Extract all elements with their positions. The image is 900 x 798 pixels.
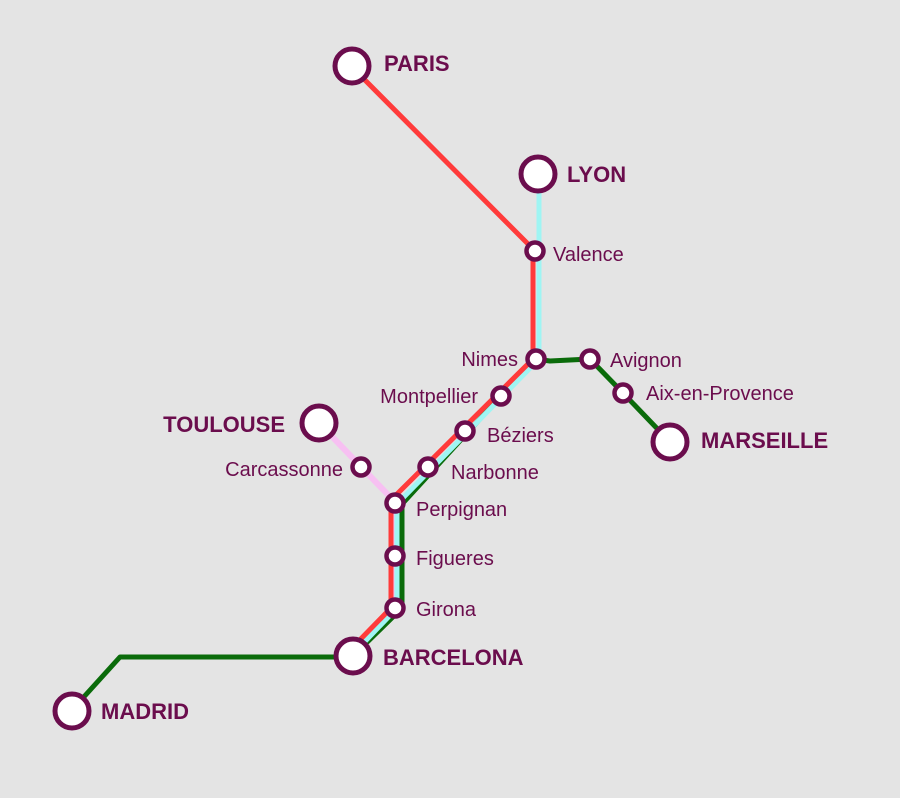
station-labels: PARIS LYON Valence Nimes Avignon Aix-en-… [101,51,828,724]
station-nimes-marker[interactable] [525,348,547,370]
stations [52,46,690,731]
station-figueres-marker[interactable] [384,545,406,567]
station-label-figueres: Figueres [416,548,494,570]
station-montpellier-marker[interactable] [490,385,512,407]
station-marseille-marker[interactable] [650,422,690,462]
station-label-aix: Aix-en-Provence [646,383,794,405]
station-beziers-marker[interactable] [454,420,476,442]
station-label-girona: Girona [416,599,477,621]
station-label-lyon: LYON [567,162,626,187]
station-lyon-marker[interactable] [518,154,558,194]
station-label-toulouse: TOULOUSE [163,412,285,437]
station-label-avignon: Avignon [610,350,682,372]
station-toulouse-marker[interactable] [299,403,339,443]
station-label-carcassonne: Carcassonne [225,459,343,481]
station-narbonne-marker[interactable] [417,456,439,478]
station-label-barcelona: BARCELONA [383,645,524,670]
station-aix-marker[interactable] [612,382,634,404]
station-label-perpignan: Perpignan [416,499,507,521]
station-label-madrid: MADRID [101,699,189,724]
station-paris-marker[interactable] [332,46,372,86]
station-carcassonne-marker[interactable] [350,456,372,478]
station-avignon-marker[interactable] [579,348,601,370]
route-cyan [350,174,542,657]
station-label-montpellier: Montpellier [380,386,478,408]
station-perpignan-marker[interactable] [384,492,406,514]
station-valence-marker[interactable] [524,240,546,262]
station-barcelona-marker[interactable] [333,636,373,676]
station-label-paris: PARIS [384,51,450,76]
station-label-marseille: MARSEILLE [701,428,828,453]
station-madrid-marker[interactable] [52,691,92,731]
station-label-valence: Valence [553,244,624,266]
station-label-nimes: Nimes [461,349,518,371]
station-girona-marker[interactable] [384,597,406,619]
station-label-narbonne: Narbonne [451,462,539,484]
station-label-beziers: Béziers [487,425,554,447]
